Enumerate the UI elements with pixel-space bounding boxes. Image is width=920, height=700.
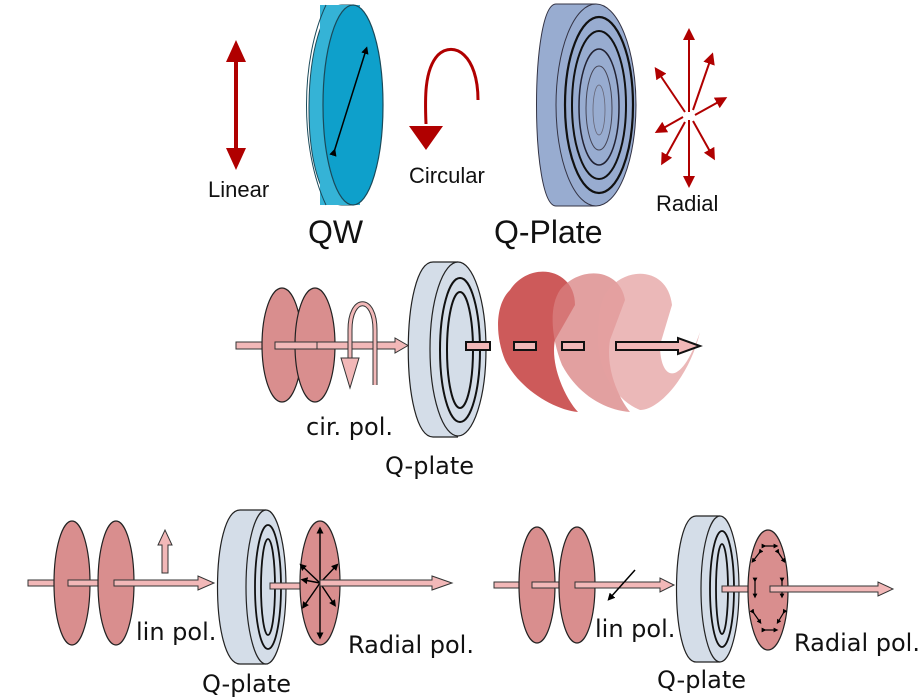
q-plate-icon [536,3,637,207]
bottom-left-radial-pol-label: Radial pol. [348,631,474,659]
radial-label: Radial [656,191,718,216]
q-plate-label: Q-Plate [494,214,602,250]
radial-polarization-icon [654,28,728,188]
linear-label: Linear [208,177,269,202]
linear-polarization-icon [226,40,246,170]
q-plate-middle [407,261,487,438]
radial-vector-arrows [299,526,339,640]
circular-arrow-icon [340,301,378,390]
radial-output-disk-left [269,520,454,646]
azimuthal-vector-arrows [749,543,788,633]
quarter-wave-plate-icon [306,4,384,206]
bottom-right-lin-pol-label: lin pol. [595,615,675,643]
circular-polarization-icon [409,48,480,150]
qw-label: QW [308,214,364,250]
circular-label: Circular [409,163,485,188]
bottom-left-lin-pol-label: lin pol. [136,618,216,646]
bottom-left-setup [27,520,216,646]
helical-output-beam [465,271,703,412]
q-plate-middle-label: Q-plate [385,452,474,480]
bottom-right-setup [493,526,676,644]
diagonal-polarization-arrow-icon [607,569,636,601]
q-plate-bottom-left [217,509,287,665]
cir-pol-label: cir. pol. [306,413,393,441]
azimuthal-output-disk-right [721,529,895,651]
bottom-left-q-plate-label: Q-plate [202,670,291,698]
q-plate-bottom-right [675,515,740,663]
vertical-polarization-arrow-icon [157,528,173,574]
bottom-right-radial-pol-label: Radial pol. [794,629,920,657]
circular-input-setup [235,287,410,403]
bottom-right-q-plate-label: Q-plate [657,666,746,694]
